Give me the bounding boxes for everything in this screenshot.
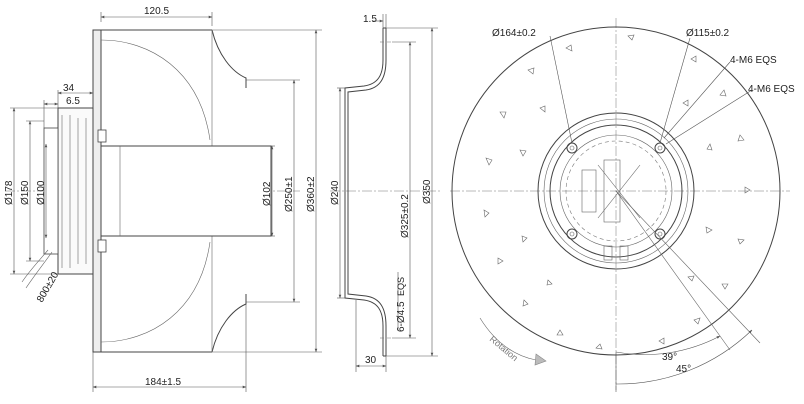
dim-6-5: 6.5	[66, 96, 80, 107]
blade-mark-20	[519, 149, 527, 157]
leader-thread-1	[663, 61, 731, 139]
blade-marks	[483, 34, 751, 350]
blade-mark-12	[737, 238, 745, 245]
blade-mark-7	[556, 329, 564, 336]
arc-45	[615, 329, 753, 385]
dim-d360: Ø360±2	[306, 176, 317, 212]
thread-label-1: 4-M6 EQS	[730, 55, 777, 66]
dim-d164: Ø164±0.2	[492, 28, 536, 39]
impeller-backplate	[92, 29, 102, 353]
blade-mark-4	[483, 209, 490, 218]
angle-ray-45	[615, 190, 761, 344]
blade-mark-17	[565, 44, 573, 52]
blade-mark-10	[693, 317, 701, 325]
bolt-hole-bl	[566, 228, 578, 240]
rotation-arrow-arc	[479, 317, 537, 361]
inlet-ring-inner	[347, 28, 387, 356]
bolt-hole-tl-inner	[569, 145, 575, 151]
blade-mark-2	[499, 111, 507, 119]
inlet-curve-top	[211, 29, 247, 88]
hub-ring-outer	[537, 112, 695, 270]
blade-mark-22	[546, 279, 553, 286]
dim-120-5: 120.5	[144, 6, 169, 17]
cable-line-2	[25, 251, 53, 289]
bolt-hole-br	[654, 228, 666, 240]
blade-mark-26	[682, 99, 689, 107]
thread-label-2: 4-M6 EQS	[748, 84, 795, 95]
hub-ring-inner	[543, 118, 689, 264]
blade-mark-24	[705, 226, 713, 234]
dim-cable-length: 800±20	[35, 270, 61, 305]
blade-mark-1	[527, 67, 535, 75]
blade-mark-5	[497, 257, 504, 265]
bolt-bottom	[97, 239, 107, 253]
gland-right	[619, 245, 629, 261]
angle-ray-39	[615, 190, 731, 351]
blade-mark-9	[658, 337, 665, 345]
blade-mark-16	[690, 55, 697, 63]
blade-mark-3	[485, 157, 493, 166]
angle-39: 39°	[662, 352, 677, 363]
rotation-label: Rotation	[488, 334, 520, 363]
label-plate-center	[603, 159, 621, 223]
motor-hub	[100, 145, 272, 237]
bolt-hole-tr	[654, 142, 666, 154]
inner-dash-circle	[565, 140, 667, 242]
motor-housing	[57, 107, 94, 275]
blade-mark-15	[719, 89, 727, 97]
dim-1-5: 1.5	[363, 14, 377, 25]
dim-holes-eqs: EQS	[396, 277, 406, 296]
dim-d250: Ø250±1	[284, 176, 295, 212]
motor-flange	[43, 127, 59, 255]
bolt-circle	[559, 134, 673, 248]
bolt-hole-tr-inner	[657, 145, 663, 151]
leader-d164	[549, 35, 573, 144]
bolt-top	[97, 129, 107, 143]
bolt-hole-bl-inner	[569, 231, 575, 237]
dim-d350: Ø350	[422, 179, 433, 204]
dim-d178: Ø178	[4, 180, 15, 205]
leader-thread-2	[665, 89, 753, 145]
cable-line-1	[21, 249, 49, 283]
blade-mark-19	[539, 105, 546, 113]
blade-mark-21	[521, 235, 528, 243]
blade-mark-25	[706, 143, 713, 151]
front-view: Ø164±0.2 Ø115±0.2 4-M6 EQS 4-M6 EQS 39° …	[450, 18, 795, 392]
dim-d102: Ø102	[262, 181, 273, 206]
bolt-hole-br-inner	[657, 231, 663, 237]
blade-mark-14	[737, 134, 745, 142]
dim-30: 30	[365, 355, 377, 366]
dim-34: 34	[63, 83, 75, 94]
blade-mark-6	[522, 299, 529, 307]
dim-d240: Ø240	[330, 180, 341, 205]
dim-184: 184±1.5	[145, 377, 182, 388]
dim-d100: Ø100	[36, 180, 47, 205]
arc-39	[615, 335, 721, 355]
leader-d115	[659, 37, 691, 144]
label-plate-left	[581, 169, 597, 213]
dim-d115: Ø115±0.2	[686, 28, 730, 39]
dim-d325: Ø325±0.2	[400, 194, 411, 238]
blade-mark-11	[721, 283, 729, 290]
angle-45: 45°	[676, 364, 691, 375]
blade-mark-8	[595, 343, 603, 350]
gland-left	[603, 245, 613, 261]
section-view: 1.5 Ø240 6-Ø4.5 EQS Ø325±0.2 Ø350 30	[330, 14, 440, 372]
blade-mark-13	[744, 186, 751, 194]
dim-d150: Ø150	[20, 180, 31, 205]
rotation-arrow-head-icon	[534, 353, 547, 366]
bolt-hole-tl	[566, 142, 578, 154]
dim-holes: 6-Ø4.5	[396, 301, 407, 332]
blade-mark-23	[687, 275, 695, 282]
motor-circle	[549, 124, 683, 258]
blade-arc-bottom	[100, 241, 211, 343]
plate-diagonal-2	[597, 164, 641, 219]
inlet-ring-outer	[344, 28, 384, 356]
blade-arc-top	[100, 39, 211, 141]
inlet-curve-bottom	[211, 294, 247, 353]
side-view: 120.5 34 6.5 Ø178 Ø150 Ø100 800±20 Ø102 …	[4, 6, 322, 392]
blade-mark-18	[627, 34, 635, 41]
